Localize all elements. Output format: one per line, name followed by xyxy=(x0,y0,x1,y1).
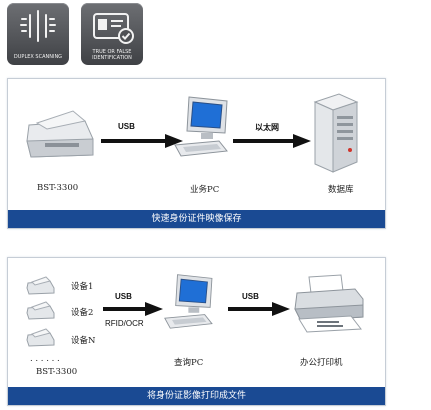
duplex-scanning-badge: DUPLEX SCANNING xyxy=(7,3,69,65)
database-server-icon xyxy=(313,93,359,173)
pc-label: 查询PC xyxy=(174,358,204,368)
more-devices-ellipsis: . . . . . . xyxy=(30,354,60,364)
scanner-label: BST-3300 xyxy=(37,183,79,193)
id-scanner-icon xyxy=(26,110,94,158)
scanner-label: BST-3300 xyxy=(36,367,78,377)
id-scanner-icon xyxy=(26,276,55,295)
device-label: 设备1 xyxy=(71,282,94,292)
panel1-footer: 快速身份证件映像保存 xyxy=(8,210,385,228)
id-scanner-icon xyxy=(26,301,55,320)
duplex-scanning-label: DUPLEX SCANNING xyxy=(13,54,63,60)
arrow-right-icon xyxy=(228,302,290,316)
printer-icon xyxy=(294,274,364,333)
id-scanner-icon xyxy=(26,328,55,347)
panel2-footer: 将身份证影像打印成文件 xyxy=(8,387,385,405)
device-label: 设备N xyxy=(71,336,96,346)
pc-label: 业务PC xyxy=(190,185,220,195)
id-card-check-icon xyxy=(93,13,134,44)
ethernet-label: 以太网 xyxy=(255,123,279,132)
true-false-identification-label: TRUE OR FALSE IDENTIFICATION xyxy=(81,49,143,61)
arrow-right-icon xyxy=(233,134,311,148)
desktop-pc-icon xyxy=(174,96,228,157)
identification-label-line1: TRUE OR FALSE xyxy=(92,49,132,55)
device-label: 设备2 xyxy=(71,308,94,318)
usb-label: USB xyxy=(115,292,132,301)
rfid-ocr-label: RFID/OCR xyxy=(105,319,144,328)
arrow-right-icon xyxy=(101,134,183,148)
printer-label: 办公打印机 xyxy=(300,358,343,368)
panel-identity-image-print: 设备1 设备2 设备N . . . . . . BST-3300 USB RFI… xyxy=(7,257,386,406)
duplex-scan-icon xyxy=(20,10,56,42)
desktop-pc-icon xyxy=(164,274,213,329)
true-false-identification-badge: TRUE OR FALSE IDENTIFICATION xyxy=(81,3,143,65)
panel-identity-image-save: BST-3300 USB 业务PC 以太网 数据库 快速身份证件映像保存 xyxy=(7,78,386,229)
server-label: 数据库 xyxy=(328,185,354,195)
arrow-right-icon xyxy=(103,302,163,316)
usb-label: USB xyxy=(118,122,135,131)
identification-label-line2: IDENTIFICATION xyxy=(92,55,132,61)
usb-label: USB xyxy=(242,292,259,301)
